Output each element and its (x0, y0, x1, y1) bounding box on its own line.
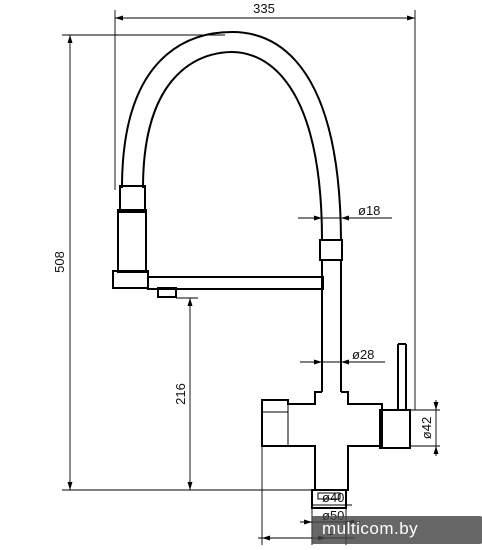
height-label: 508 (52, 251, 67, 273)
inlet-diameter-label: ø40 (322, 490, 344, 505)
dimension-body-diameter: ø28 (300, 347, 385, 365)
lever-base (379, 409, 411, 449)
watermark-background (312, 516, 482, 544)
body-top-sleeve (319, 239, 343, 261)
holder-clip (157, 287, 177, 298)
spout-height-label: 216 (173, 383, 188, 405)
body-diameter-label: ø28 (352, 347, 374, 362)
dimension-width: 335 (114, 1, 416, 410)
width-label: 335 (253, 1, 275, 16)
hose-arc-outer (121, 30, 342, 241)
base-diameter-label: ø42 (419, 417, 434, 439)
inlet-thread (317, 492, 341, 500)
dimension-spout-height: 216 (173, 297, 198, 490)
dimension-inlet-diameter: ø40 (312, 490, 352, 506)
mixer-body (261, 391, 383, 491)
dimension-base-diameter: ø42 (410, 400, 440, 456)
watermark-text: multicom.by (322, 519, 419, 538)
spray-head-nozzle (112, 270, 149, 289)
spray-head-collar (119, 185, 146, 213)
faucet-outline (112, 30, 411, 509)
dimension-hose-diameter: ø18 (298, 203, 392, 221)
spray-head-body (117, 209, 147, 273)
inlet-flange (311, 489, 347, 509)
hose-arc-inner (142, 50, 323, 241)
hose-diameter-label: ø18 (358, 203, 380, 218)
dimension-height: 508 (52, 34, 315, 491)
